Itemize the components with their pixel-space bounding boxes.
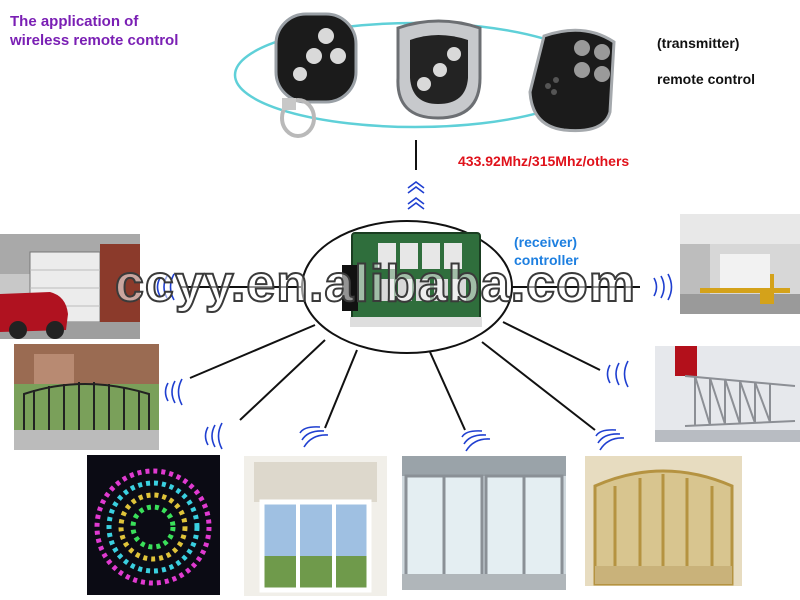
spoke-revolving-door [481,341,596,431]
title-line-2: wireless remote control [10,32,179,49]
watermark-text: ccyy.en.alibaba.com [114,254,636,314]
spoke-fence [502,321,601,371]
garden-gate-photo [14,344,159,450]
receiver-line-1: (receiver) [514,234,578,250]
spoke-sliding-door [429,351,466,431]
garage-door-photo [0,234,140,339]
signal-up-icon [407,181,425,210]
receiver-line-2: controller [514,252,579,268]
remote-fob-icon [274,12,358,138]
remote-fob-icon [528,28,616,133]
retractable-gate-photo [655,346,800,442]
sliding-door-photo [402,456,566,590]
remote-fob-icon [396,19,482,120]
circuit-board-icon [342,232,482,327]
curtain-window-photo [244,456,387,596]
remote-2 [396,19,482,120]
remote-1 [274,12,358,138]
remote-control-label: remote control [657,71,756,87]
revolving-door-photo [585,456,742,586]
led-strip-photo [87,455,220,595]
remote-3 [528,28,616,133]
diagram-title: The application of wireless remote contr… [10,12,210,50]
receiver-label: (receiver) controller [514,233,579,269]
frequency-label: 433.92Mhz/315Mhz/others [458,153,630,169]
transmitter-label: (transmitter) [657,35,740,51]
spoke-curtain [324,349,358,429]
wireless-signal-icon [156,273,673,452]
title-line-1: The application of [10,13,139,30]
spoke-gate [189,324,316,379]
spoke-led [239,339,326,421]
parking-barrier-photo [680,214,800,314]
